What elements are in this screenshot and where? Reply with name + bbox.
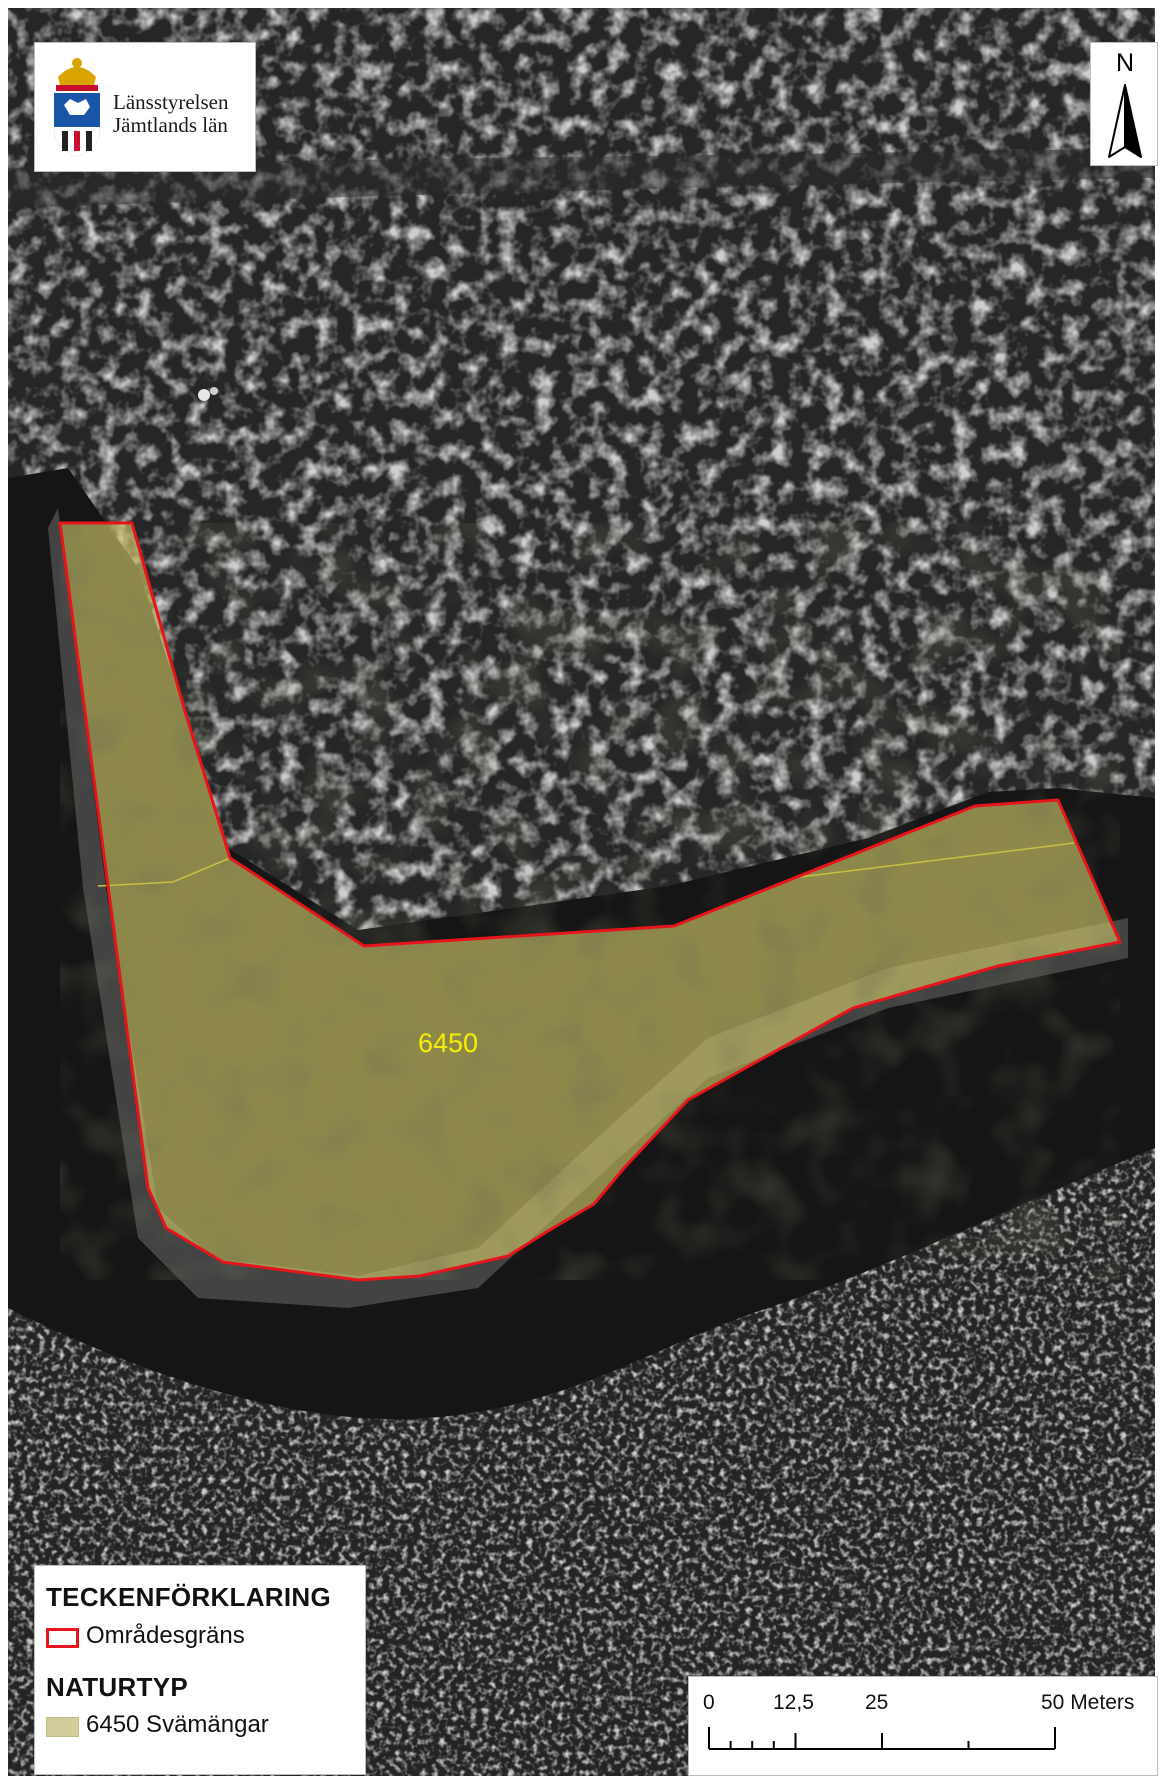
- aerial-map[interactable]: 6450: [8, 8, 1155, 1776]
- scale-tick-label-1: 12,5: [773, 1691, 814, 1714]
- nature-area-texture: [60, 523, 1120, 1280]
- nature-area-6450[interactable]: [58, 521, 1122, 1282]
- legend-panel: [34, 1565, 366, 1775]
- nature-swatch: [46, 1717, 79, 1737]
- scale-bar: [708, 1727, 1056, 1750]
- inner-division-line-left: [97, 857, 231, 887]
- legend-boundary-label: Områdesgräns: [86, 1622, 245, 1649]
- aerial-map-canvas: [8, 8, 1155, 1776]
- crest-icon: [54, 58, 100, 157]
- area-label: 6450: [418, 1028, 479, 1058]
- scale-bar-panel: 0 12,5 25 50 Meters: [688, 1676, 1158, 1776]
- area-boundary: [58, 521, 1122, 1282]
- legend-nature-heading: NATURTYP: [46, 1672, 189, 1702]
- legend-heading: TECKENFÖRKLARING: [46, 1582, 332, 1612]
- logo-panel: Länsstyrelsen Jämtlands län: [34, 42, 256, 172]
- legend-nature-label: 6450 Svämängar: [86, 1711, 269, 1738]
- north-arrow-panel: N: [1090, 42, 1158, 166]
- logo-line-2: Jämtlands län: [113, 113, 228, 137]
- logo-line-1: Länsstyrelsen: [113, 90, 229, 114]
- scale-tick-label-0: 0: [703, 1691, 715, 1714]
- bright-spot: [198, 389, 210, 401]
- boundary-swatch: [46, 1628, 79, 1648]
- logo-text: Länsstyrelsen Jämtlands län: [113, 91, 228, 137]
- north-arrow-icon: [1108, 84, 1142, 158]
- scale-end-label: 50 Meters: [1041, 1691, 1135, 1714]
- scale-tick-label-2: 25: [865, 1691, 889, 1714]
- north-letter: N: [1115, 49, 1135, 77]
- inner-division-line-right: [799, 842, 1075, 878]
